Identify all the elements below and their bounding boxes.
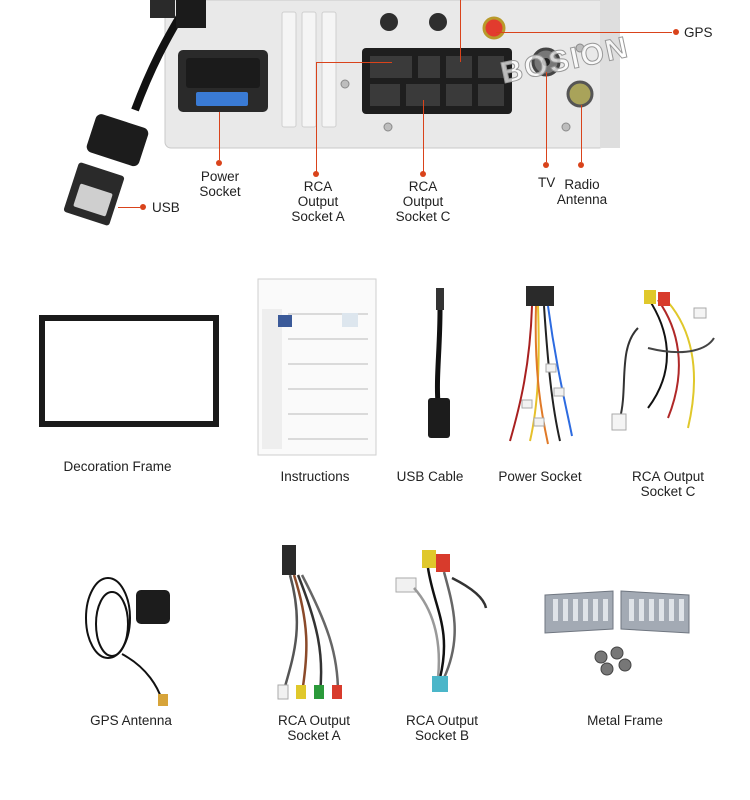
rca-a-dot	[313, 171, 319, 177]
decoration-frame-image	[39, 315, 219, 427]
power-socket-callout: Power Socket	[199, 169, 241, 199]
gps-leader	[496, 32, 672, 33]
power-socket-label: Power Socket	[498, 469, 582, 484]
instructions-label: Instructions	[280, 469, 350, 484]
rca-output-socket-c-label: RCA Output Socket C	[631, 469, 705, 499]
usb-dot	[140, 204, 146, 210]
tv-callout: TV	[538, 175, 556, 190]
rca-a-callout: RCA Output Socket A	[291, 179, 345, 224]
tv-leader	[546, 72, 547, 162]
gps-antenna-label: GPS Antenna	[90, 713, 172, 728]
radio-antenna-leader	[581, 105, 582, 162]
decoration-frame-label: Decoration Frame	[63, 459, 172, 474]
rca-output-socket-b-image	[395, 550, 488, 692]
metal-frame-label: Metal Frame	[587, 713, 663, 728]
rca-b-leader	[460, 0, 461, 62]
rca-output-socket-b-label: RCA Output Socket B	[405, 713, 479, 743]
rca-c-dot	[420, 171, 426, 177]
rca-c-callout: RCA Output Socket C	[395, 179, 451, 224]
power-socket-image	[509, 286, 573, 445]
gps-antenna-image	[85, 577, 170, 706]
gps-dot	[673, 29, 679, 35]
instructions-image	[257, 278, 377, 456]
usb-callout: USB	[152, 200, 180, 215]
rca-output-socket-a-label: RCA Output Socket A	[277, 713, 351, 743]
power-socket-leader	[219, 112, 220, 160]
power-socket-dot	[216, 160, 222, 166]
gps-callout: GPS	[684, 25, 713, 40]
rca-c-leader	[423, 100, 424, 172]
radio-antenna-callout: Radio Antenna	[556, 177, 608, 207]
rca-a-leader-h	[316, 62, 392, 63]
metal-frame-image	[544, 590, 690, 676]
rca-output-socket-c-image	[611, 290, 715, 431]
back-panel-illustration	[63, 0, 620, 226]
rca-output-socket-a-image	[277, 545, 342, 700]
rca-a-leader-v	[316, 62, 317, 173]
usb-leader	[118, 207, 140, 208]
radio-antenna-dot	[578, 162, 584, 168]
tv-dot	[543, 162, 549, 168]
usb-cable-label: USB Cable	[396, 469, 464, 484]
usb-cable-image	[428, 288, 450, 438]
